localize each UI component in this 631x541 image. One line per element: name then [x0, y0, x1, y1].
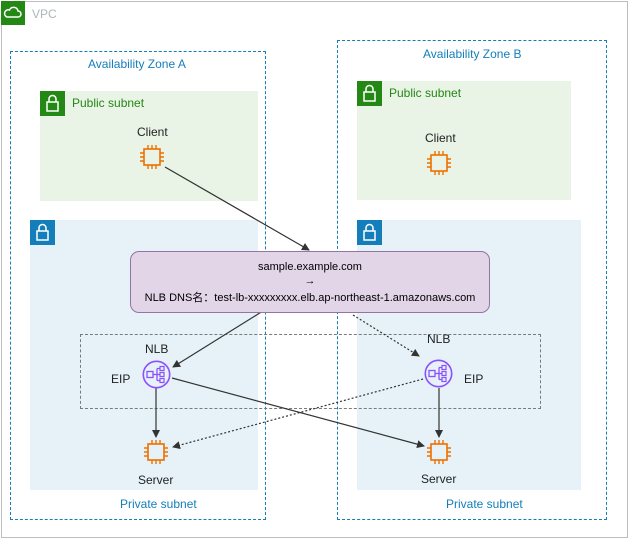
- dns-hostname: sample.example.com: [258, 261, 362, 273]
- nlb-a-to-server-b-edge: [171, 377, 425, 449]
- network-load-balancer-icon: [424, 359, 453, 388]
- dns-nlb-name: NLB DNS名：test-lb-xxxxxxxxx.elb.ap-northe…: [144, 292, 476, 304]
- ec2-instance-icon: [139, 144, 165, 170]
- nlb-b-to-server-a-edge: [172, 378, 424, 450]
- private-subnet-a-title: Private subnet: [120, 497, 197, 511]
- server-a-label: Server: [138, 473, 174, 487]
- dns-resolution-box: sample.example.com → NLB DNS名：test-lb-xx…: [130, 251, 490, 313]
- network-load-balancer-icon: [142, 360, 171, 389]
- lock-icon: [357, 220, 382, 245]
- az-a-title: Availability Zone A: [88, 57, 186, 71]
- lock-icon: [357, 81, 382, 106]
- eip-b-label: EIP: [464, 372, 484, 386]
- ec2-instance-icon: [143, 439, 169, 465]
- eip-a-label: EIP: [111, 372, 131, 386]
- nlb-a-label: NLB: [145, 342, 169, 356]
- server-b-label: Server: [421, 472, 457, 486]
- public-subnet-b-title: Public subnet: [389, 86, 462, 100]
- vpc-title: VPC: [32, 7, 57, 21]
- client-b-label: Client: [425, 131, 456, 145]
- client-a-label: Client: [137, 125, 168, 139]
- public-subnet-a-title: Public subnet: [72, 96, 145, 110]
- az-b-title: Availability Zone B: [423, 47, 522, 61]
- lock-icon: [30, 220, 55, 245]
- public-subnet-b: [357, 81, 571, 200]
- client-to-dns-edge: [164, 166, 310, 251]
- lock-icon: [40, 91, 65, 116]
- nlb-b-label: NLB: [427, 332, 451, 346]
- dns-arrow: →: [304, 275, 316, 287]
- private-subnet-b-title: Private subnet: [446, 497, 523, 511]
- ec2-instance-icon: [426, 439, 452, 465]
- dns-to-nlb-b-edge: [352, 314, 420, 357]
- ec2-instance-icon: [426, 150, 452, 176]
- dns-to-nlb-a-edge: [172, 310, 264, 368]
- nlb-group: [80, 334, 541, 409]
- public-subnet-a: [40, 91, 258, 201]
- cloud-icon: [1, 1, 25, 25]
